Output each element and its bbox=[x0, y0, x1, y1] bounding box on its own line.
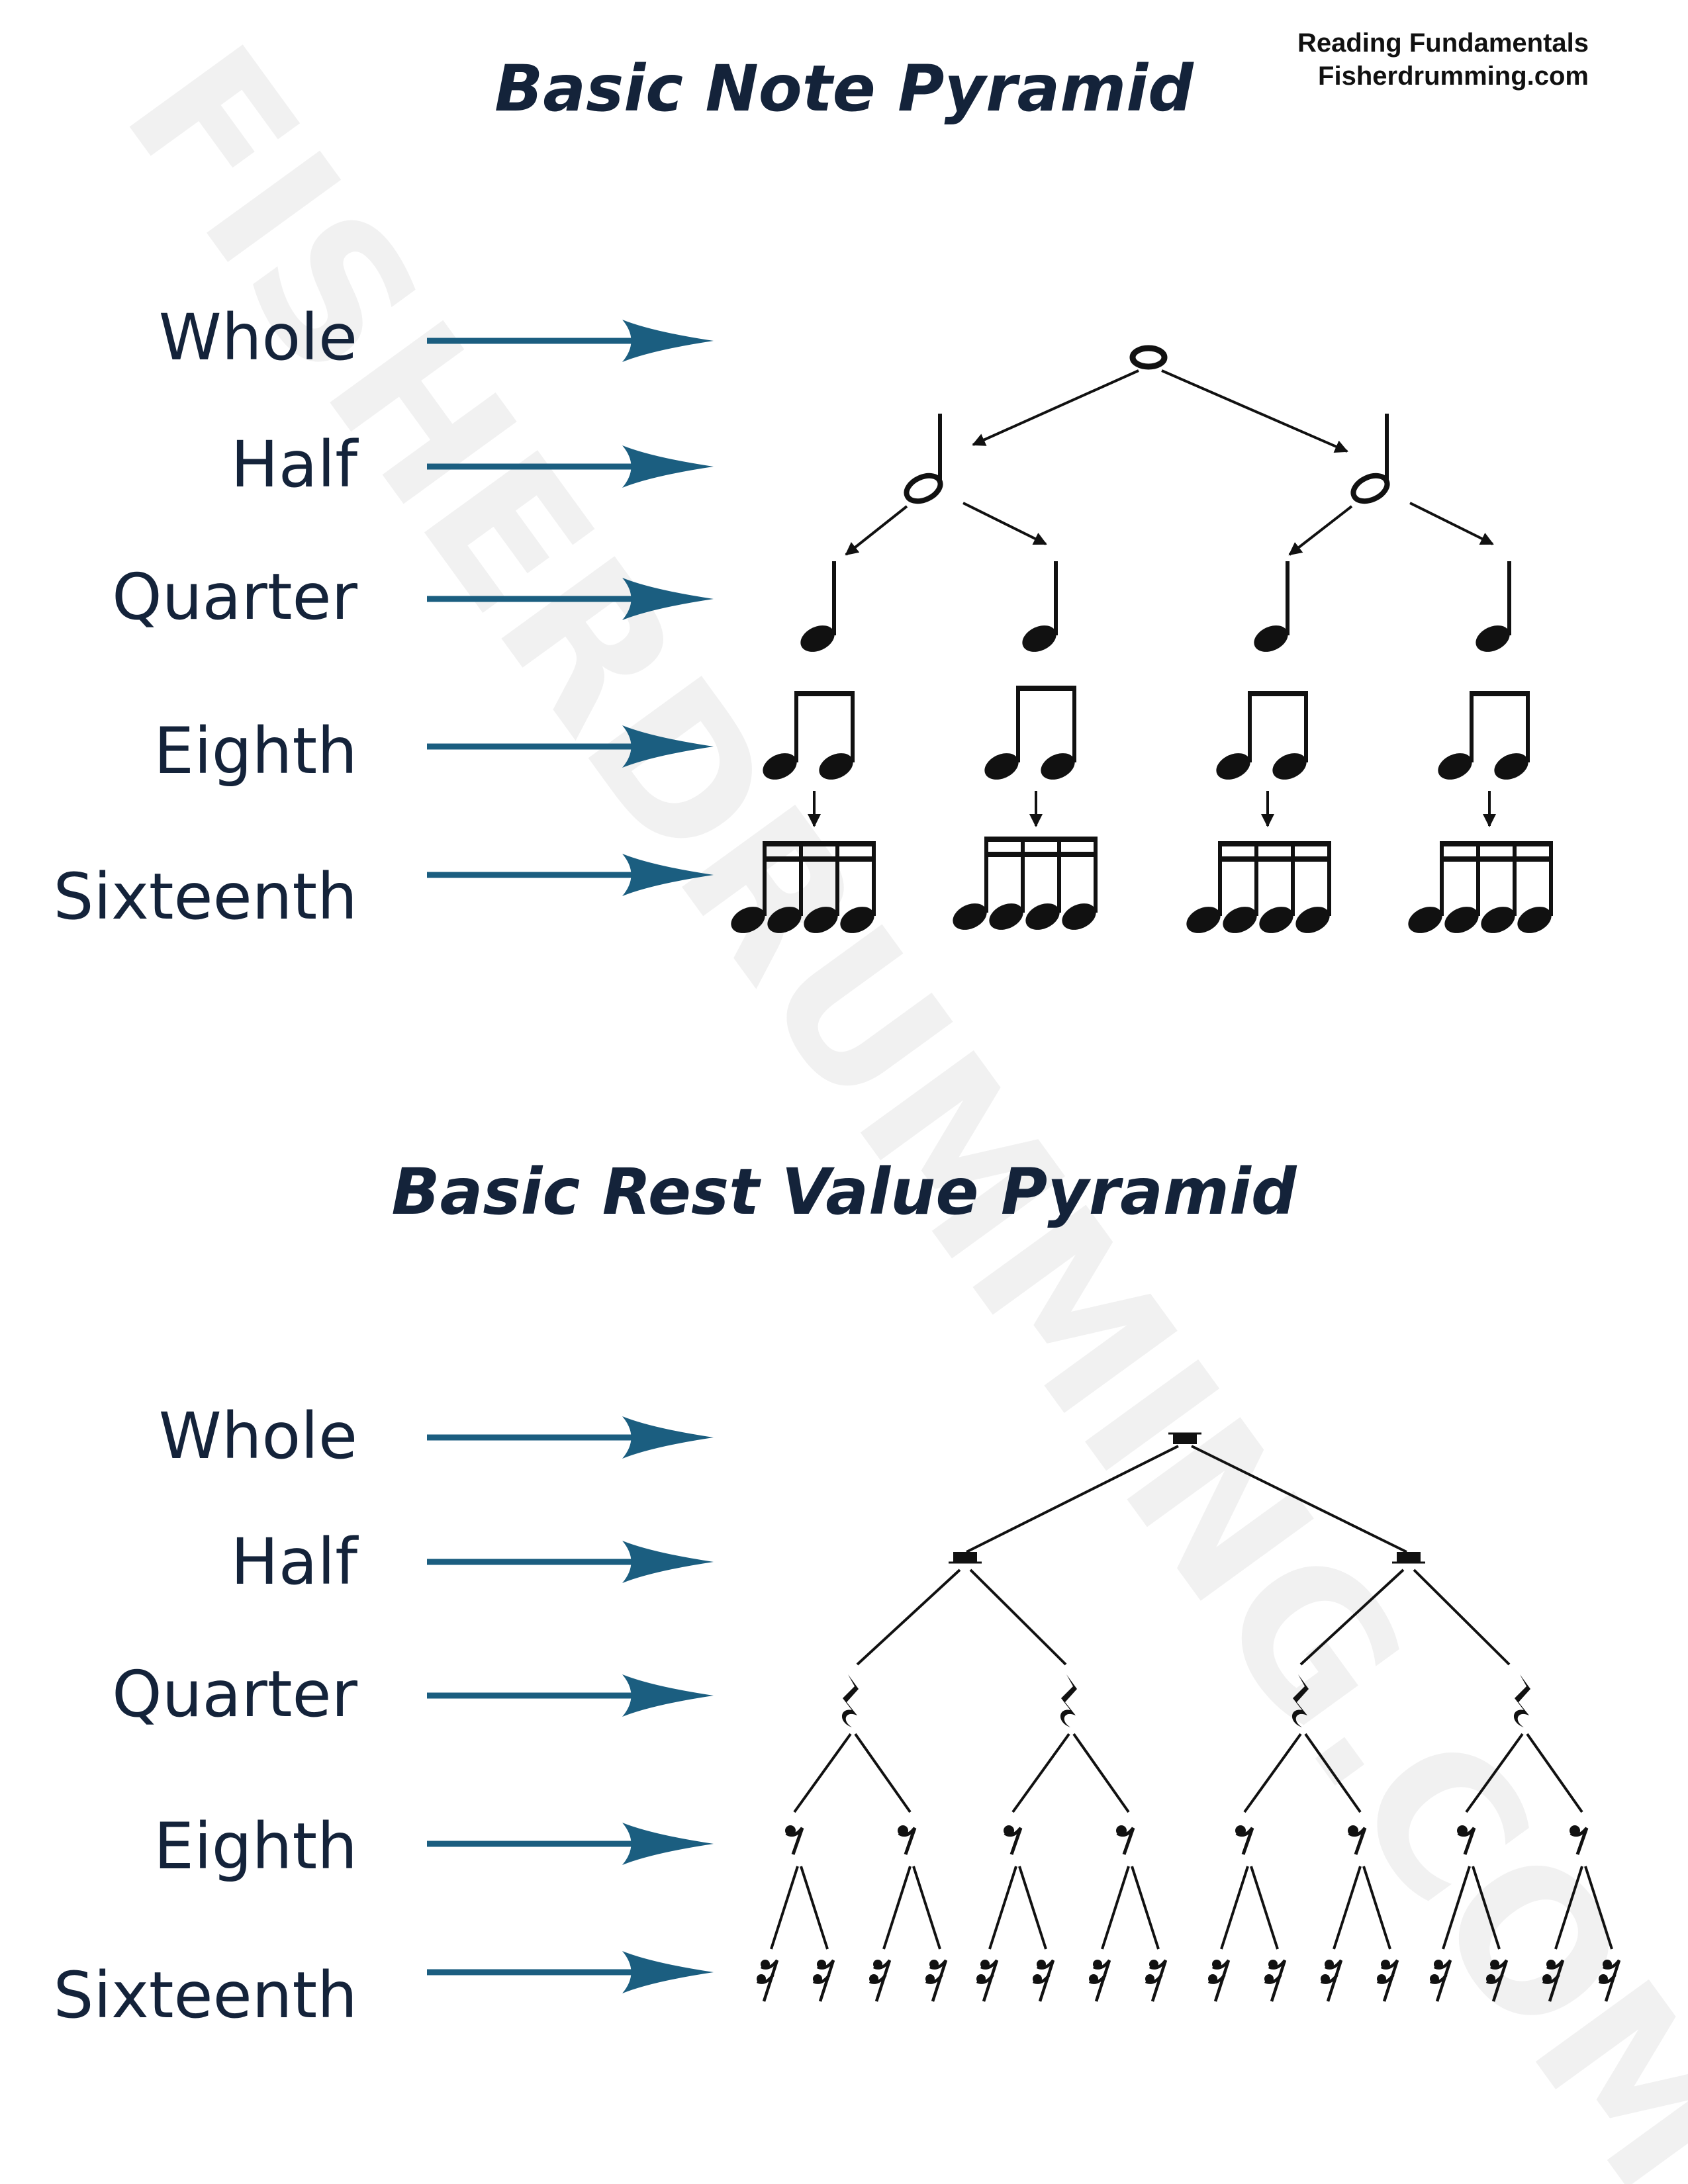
quarter-rest-icon bbox=[1291, 1674, 1309, 1727]
sixteenth-rest-icon bbox=[925, 1960, 946, 2001]
sixteenth-rest-icon bbox=[1430, 1960, 1450, 2001]
sixteenth-rest-icon bbox=[1377, 1960, 1397, 2001]
eighth-rest-icon bbox=[1457, 1825, 1474, 1854]
sixteenth-note-group-icon bbox=[948, 837, 1101, 935]
note-label-sixteenth: Sixteenth bbox=[53, 860, 357, 934]
sixteenth-rest-icon bbox=[869, 1960, 890, 2001]
quarter-note-icon bbox=[1249, 561, 1293, 657]
header-line-1: Reading Fundamentals bbox=[1297, 28, 1589, 58]
sixteenth-note-group-icon bbox=[726, 841, 879, 938]
eighth-note-pair-icon bbox=[1211, 691, 1311, 785]
quarter-note-icon bbox=[1017, 561, 1061, 657]
rest-label-sixteenth: Sixteenth bbox=[53, 1958, 357, 2032]
sixteenth-rest-icon bbox=[1599, 1960, 1619, 2001]
note-label-whole: Whole bbox=[158, 300, 357, 375]
quarter-rest-icon bbox=[1060, 1674, 1077, 1727]
eighth-note-pair-icon bbox=[758, 691, 858, 785]
sixteenth-rest-icon bbox=[813, 1960, 833, 2001]
note-label-quarter: Quarter bbox=[112, 560, 357, 634]
eighth-rest-icon bbox=[898, 1825, 915, 1854]
sixteenth-note-group-icon bbox=[1403, 841, 1556, 938]
half-note-icon bbox=[902, 414, 944, 506]
sixteenth-rest-icon bbox=[1208, 1960, 1229, 2001]
sixteenth-rest-icon bbox=[1321, 1960, 1341, 2001]
rest-label-quarter: Quarter bbox=[112, 1657, 357, 1731]
sixteenth-note-group-icon bbox=[1182, 841, 1335, 938]
sixteenth-rest-icon bbox=[1486, 1960, 1507, 2001]
half-rest-icon bbox=[949, 1552, 982, 1564]
quarter-rest-icon bbox=[1513, 1674, 1530, 1727]
half-note-icon bbox=[1349, 414, 1391, 506]
half-rest-icon bbox=[1392, 1552, 1425, 1564]
sixteenth-rest-icon bbox=[976, 1960, 997, 2001]
rest-label-whole: Whole bbox=[158, 1399, 357, 1473]
eighth-rest-icon bbox=[1348, 1825, 1365, 1854]
note-label-eighth: Eighth bbox=[154, 714, 357, 788]
sixteenth-rest-icon bbox=[1089, 1960, 1109, 2001]
rest-label-half: Half bbox=[230, 1525, 357, 1599]
sixteenth-rest-icon bbox=[757, 1960, 777, 2001]
eighth-rest-icon bbox=[1116, 1825, 1133, 1854]
quarter-note-icon bbox=[796, 561, 839, 657]
rest-pyramid-title: Basic Rest Value Pyramid bbox=[391, 1155, 1297, 1229]
eighth-rest-icon bbox=[1004, 1825, 1021, 1854]
header: Reading Fundamentals Fisherdrumming.com bbox=[1297, 26, 1589, 93]
note-label-half: Half bbox=[230, 428, 357, 502]
eighth-rest-icon bbox=[785, 1825, 802, 1854]
rest-label-eighth: Eighth bbox=[154, 1809, 357, 1884]
whole-note-icon bbox=[1129, 345, 1168, 370]
quarter-rest-icon bbox=[841, 1674, 859, 1727]
eighth-rest-icon bbox=[1570, 1825, 1587, 1854]
sixteenth-rest-icon bbox=[1145, 1960, 1166, 2001]
header-line-2: Fisherdrumming.com bbox=[1318, 62, 1589, 91]
eighth-note-pair-icon bbox=[980, 686, 1080, 785]
sixteenth-rest-icon bbox=[1542, 1960, 1563, 2001]
quarter-note-icon bbox=[1471, 561, 1515, 657]
whole-rest-icon bbox=[1168, 1432, 1201, 1444]
eighth-rest-icon bbox=[1235, 1825, 1252, 1854]
sixteenth-rest-icon bbox=[1264, 1960, 1285, 2001]
eighth-note-pair-icon bbox=[1433, 691, 1533, 785]
note-pyramid-title: Basic Note Pyramid bbox=[494, 52, 1194, 126]
sixteenth-rest-icon bbox=[1033, 1960, 1053, 2001]
